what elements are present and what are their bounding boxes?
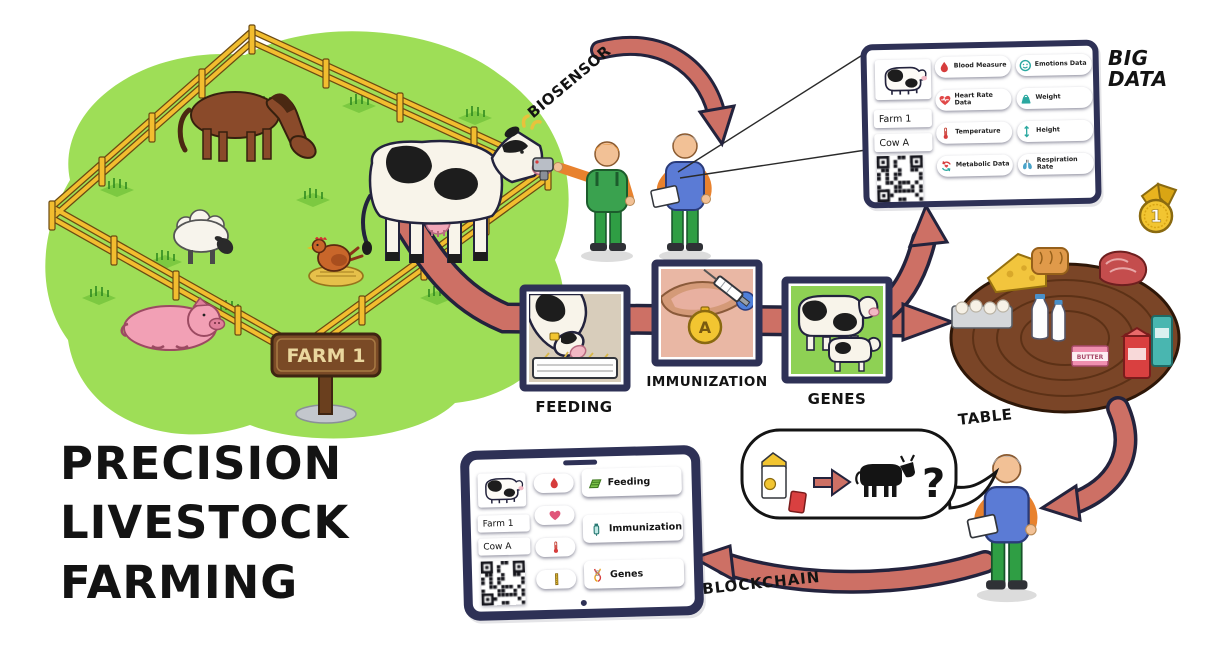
award-rank: 1 xyxy=(1150,207,1162,227)
cow-silhouette-icon xyxy=(855,454,915,497)
tablet-farm-id-field: Farm 1 xyxy=(477,514,530,533)
chicken xyxy=(307,237,364,287)
thermometer-icon xyxy=(549,541,562,554)
tablet-home-dot xyxy=(580,599,587,607)
farm-sign: FARM 1 xyxy=(270,332,382,424)
tablet-metric-height xyxy=(535,569,577,590)
question-mark: ? xyxy=(922,461,945,507)
farm-sign-label: FARM 1 xyxy=(287,345,366,367)
farmer xyxy=(532,141,635,262)
tablet-button-label: Feeding xyxy=(607,475,651,488)
biosensor-scanner xyxy=(532,157,554,181)
lungs-icon xyxy=(1021,158,1034,171)
heart-icon xyxy=(548,509,561,522)
qr-code xyxy=(876,155,924,203)
height-ruler-icon xyxy=(1020,125,1033,138)
tablet-metric-temperature xyxy=(535,537,576,558)
milk-carton-icon xyxy=(761,452,787,499)
tablet-cow-photo xyxy=(477,472,527,508)
blood-drop-icon xyxy=(938,61,951,74)
tablet-metric-blood xyxy=(533,473,574,494)
tablet-button-label: Immunization xyxy=(608,520,683,534)
metric-chip-temperature: Temperature xyxy=(935,121,1013,144)
metric-chip-height: Height xyxy=(1016,119,1094,143)
vet xyxy=(650,133,712,262)
title-line-1: PRECISION xyxy=(60,437,343,490)
weight-scale-icon xyxy=(1019,92,1032,105)
genes-box xyxy=(781,276,893,384)
pasture-icon xyxy=(587,475,602,490)
blockchain-arrow xyxy=(690,543,997,594)
tablet-button-genes: Genes xyxy=(583,558,685,589)
metabolism-icon xyxy=(940,160,953,173)
pig xyxy=(120,296,226,351)
feeding-label: FEEDING xyxy=(535,398,613,416)
metrics-grid: Blood Measure Emotions Data Heart Rate D… xyxy=(934,53,1095,180)
tablet-screen: Farm 1 Cow A Feeding Immunization Genes xyxy=(469,454,695,612)
page-title: PRECISION LIVESTOCK FARMING xyxy=(60,434,349,612)
blood-drop-icon xyxy=(547,477,560,490)
milk-bottles xyxy=(1031,294,1066,342)
farm-id-field: Farm 1 xyxy=(873,109,933,129)
tablet-panel: Farm 1 Cow A Feeding Immunization Genes xyxy=(459,444,705,622)
red-pack-icon xyxy=(788,490,807,514)
genes-label: GENES xyxy=(807,390,867,408)
consumer-device xyxy=(966,513,999,539)
handheld-device xyxy=(650,185,680,208)
big-data-panel: Farm 1 Cow A Blood Measure Emotions Data… xyxy=(860,39,1102,209)
bread-loaf xyxy=(1031,247,1069,275)
dna-icon xyxy=(590,567,605,582)
big-data-label: BIG DATA xyxy=(1108,46,1168,91)
vaccine-icon xyxy=(589,521,604,536)
consumer xyxy=(966,454,1038,603)
data-projection-lines xyxy=(677,53,867,179)
butter-pack: BUTTER xyxy=(1071,345,1109,367)
sheep xyxy=(173,209,234,264)
biosensor-arrow xyxy=(590,35,737,148)
smiley-icon xyxy=(1019,59,1032,72)
juice-carton xyxy=(1120,326,1154,379)
arrowhead-to-bigdata xyxy=(907,202,950,248)
title-line-3: FARMING xyxy=(60,555,299,609)
cow-photo xyxy=(874,59,932,101)
tablet-button-immunization: Immunization xyxy=(582,512,684,543)
feeding-box xyxy=(519,284,631,392)
speech-bubble: ? xyxy=(740,428,1000,520)
tablet-qr-code xyxy=(480,560,526,606)
title-line-2: LIVESTOCK xyxy=(60,496,350,550)
metric-chip-emotions: Emotions Data xyxy=(1015,53,1092,77)
metric-chip-weight: Weight xyxy=(1016,86,1093,110)
metric-chip-blood-measure: Blood Measure xyxy=(934,55,1012,78)
tablet-metric-heart xyxy=(534,505,575,526)
metric-chip-respiration: Respiration Rate xyxy=(1017,152,1095,176)
butter-label: BUTTER xyxy=(1077,354,1104,361)
immunization-label: IMMUNIZATION xyxy=(646,374,768,390)
award-badge: 1 xyxy=(1138,182,1178,234)
tablet-button-feeding: Feeding xyxy=(581,466,683,497)
cow-id-field: Cow A xyxy=(874,133,933,153)
meat xyxy=(1098,250,1148,286)
thermometer-icon xyxy=(939,127,952,140)
arrow-right-icon xyxy=(813,468,852,497)
immunization-box: A xyxy=(651,259,763,367)
tablet-cow-id-field: Cow A xyxy=(478,537,531,556)
egg-carton xyxy=(951,299,1013,329)
ruler-icon xyxy=(550,573,563,586)
arrowhead-to-table xyxy=(901,301,957,343)
drink-pack xyxy=(1151,315,1173,367)
ear-tag-label: A xyxy=(699,318,712,337)
tablet-camera-notch xyxy=(563,459,598,466)
product-table: BUTTER xyxy=(949,247,1181,414)
metric-chip-metabolic: Metabolic Data xyxy=(936,154,1014,177)
metric-chip-heart-rate: Heart Rate Data xyxy=(935,88,1012,111)
horse xyxy=(177,91,317,162)
table-to-consumer-arrow xyxy=(1038,396,1138,523)
heart-pulse-icon xyxy=(938,94,951,107)
tablet-button-label: Genes xyxy=(609,567,644,580)
